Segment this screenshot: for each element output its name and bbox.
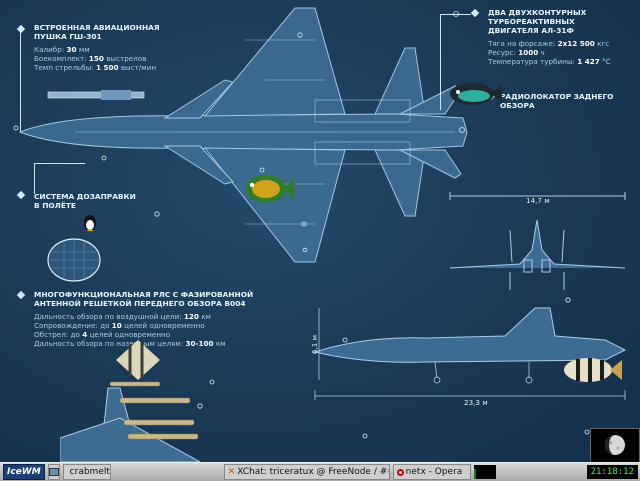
engines-r1-label: Тяга на форсаже:: [488, 39, 556, 48]
leader-engines: [440, 14, 471, 110]
annotation-cannon: ВСТРОЕННАЯ АВИАЦИОННАЯ ПУШКА ГШ-301 Кали…: [34, 23, 160, 72]
refuel-title-2: В ПОЛЁТЕ: [34, 201, 76, 210]
aircraft-partial-view: [60, 381, 201, 462]
cannon-r1-value: 30: [66, 45, 77, 54]
cannon-r1-unit: мм: [78, 45, 90, 54]
aircraft-front-view: [449, 192, 626, 290]
xchat-icon: ✕: [227, 467, 236, 477]
engines-title-2: ТУРБОРЕАКТИВНЫХ: [488, 17, 575, 26]
radar-front-r3-unit: целей одновременно: [89, 330, 171, 339]
desktop-icon: [48, 468, 59, 476]
engines-r2-unit: ч: [540, 48, 545, 57]
task-label: XChat: triceratux @ FreeNode / ##linux..…: [237, 467, 388, 477]
cannon-illustration: [47, 90, 145, 100]
leader-cannon: [20, 32, 21, 132]
radar-front-title-2: АНТЕННОЙ РЕШЕТКОЙ ПЕРЕДНЕГО ОБЗОРА В004: [34, 299, 246, 308]
fish-angel-icon: [116, 340, 160, 380]
cannon-r2-value: 150: [88, 54, 104, 63]
annotation-refuel: СИСТЕМА ДОЗАПРАВКИ В ПОЛЁТЕ: [34, 192, 136, 210]
fish-green-icon: [246, 175, 294, 203]
radar-front-r1-value: 120: [183, 312, 199, 321]
start-button[interactable]: IceWM: [3, 464, 45, 480]
engines-r2-value: 1000: [518, 48, 539, 57]
radar-front-title-1: МНОГОФУНКЦИОНАЛЬНАЯ РЛС С ФАЗИРОВАННОЙ: [34, 290, 254, 299]
cannon-r3-unit: выст/мин: [120, 63, 157, 72]
tux-penguin-icon: [84, 215, 96, 231]
cannon-r2-unit: выстрелов: [106, 54, 147, 63]
engines-r3-value: 1 427: [577, 57, 600, 66]
task-label: netx - Opera: [405, 467, 463, 477]
annotation-engines: ДВА ДВУХКОНТУРНЫХ ТУРБОРЕАКТИВНЫХ ДВИГАТ…: [488, 8, 611, 66]
radar-front-r2-value: 10: [111, 321, 122, 330]
task-xchat[interactable]: ✕ XChat: triceratux @ FreeNode / ##linux…: [223, 464, 390, 480]
taskbar: IceWM crabmelt ✕ XChat: triceratux @ Fre…: [0, 462, 640, 481]
annotation-radar-rear: РАДИОЛОКАТОР ЗАДНЕГО ОБЗОРА: [500, 92, 613, 110]
engines-title-3: ДВИГАТЕЛЯ АЛ-31Ф: [488, 26, 574, 35]
engines-r3-label: Температура турбины:: [488, 57, 575, 66]
radar-front-r4-mid: по наземным целям:: [104, 339, 184, 348]
fish-blue-icon: [450, 83, 502, 105]
fish-striped-icon: [564, 358, 622, 382]
aircraft-side-view: [313, 307, 627, 400]
refuel-title-1: СИСТЕМА ДОЗАПРАВКИ: [34, 192, 136, 201]
task-crabmelt[interactable]: crabmelt: [62, 464, 111, 480]
radar-dish-illustration: [47, 238, 101, 282]
cpu-graph: [473, 469, 496, 479]
cannon-r2-label: Боекомплект:: [34, 54, 87, 63]
radar-front-r3-value: 4: [82, 330, 88, 339]
show-desktop-button[interactable]: [47, 464, 60, 480]
cannon-r3-value: 1 500: [96, 63, 119, 72]
moon-icon: [605, 435, 625, 455]
desktop-background: 14,7 м 6,1 м 23,3 м: [0, 0, 640, 462]
cpu-monitor[interactable]: [473, 465, 496, 479]
task-label: crabmelt: [69, 467, 110, 477]
annotation-radar-front: МНОГОФУНКЦИОНАЛЬНАЯ РЛС С ФАЗИРОВАННОЙ А…: [34, 290, 253, 348]
clock[interactable]: 21:18:12: [586, 465, 638, 479]
radar-front-r1-label: Дальность обзора по воздушной цели:: [34, 312, 182, 321]
dimension-span: 14,7 м: [526, 196, 550, 205]
cannon-r3-label: Темп стрельбы:: [34, 63, 94, 72]
engines-r1-value: 2х12 500: [557, 39, 595, 48]
engines-r1-unit: кгс: [597, 39, 610, 48]
radar-rear-title-2: ОБЗОРА: [500, 101, 535, 110]
leader-refuel: [34, 163, 85, 194]
radar-front-r3-label: Обстрел: до: [34, 330, 80, 339]
moon-phase-applet[interactable]: [590, 428, 640, 463]
radar-front-r4-value: 30-100: [185, 339, 214, 348]
aircraft-top-view: [18, 7, 468, 263]
cannon-r1-label: Калибр:: [34, 45, 65, 54]
opera-icon: [396, 468, 404, 476]
engines-r3-unit: °С: [602, 57, 611, 66]
dimension-length: 23,3 м: [464, 398, 488, 407]
radar-front-r4-label: Дальность обзора: [34, 339, 103, 348]
engines-title-1: ДВА ДВУХКОНТУРНЫХ: [488, 8, 587, 17]
radar-front-r4-unit: км: [215, 339, 226, 348]
radar-front-r1-unit: км: [201, 312, 211, 321]
engines-r2-label: Ресурс:: [488, 48, 516, 57]
cannon-title-2: ПУШКА ГШ-301: [34, 32, 102, 41]
radar-rear-title-1: РАДИОЛОКАТОР ЗАДНЕГО: [500, 92, 614, 101]
task-opera[interactable]: netx - Opera: [392, 464, 471, 480]
bubbles-decoration: [13, 11, 590, 439]
radar-front-r2-label: Сопровождение: до: [34, 321, 110, 330]
cannon-title-1: ВСТРОЕННАЯ АВИАЦИОННАЯ: [34, 23, 160, 32]
radar-front-r2-unit: целей одновременно: [124, 321, 205, 330]
